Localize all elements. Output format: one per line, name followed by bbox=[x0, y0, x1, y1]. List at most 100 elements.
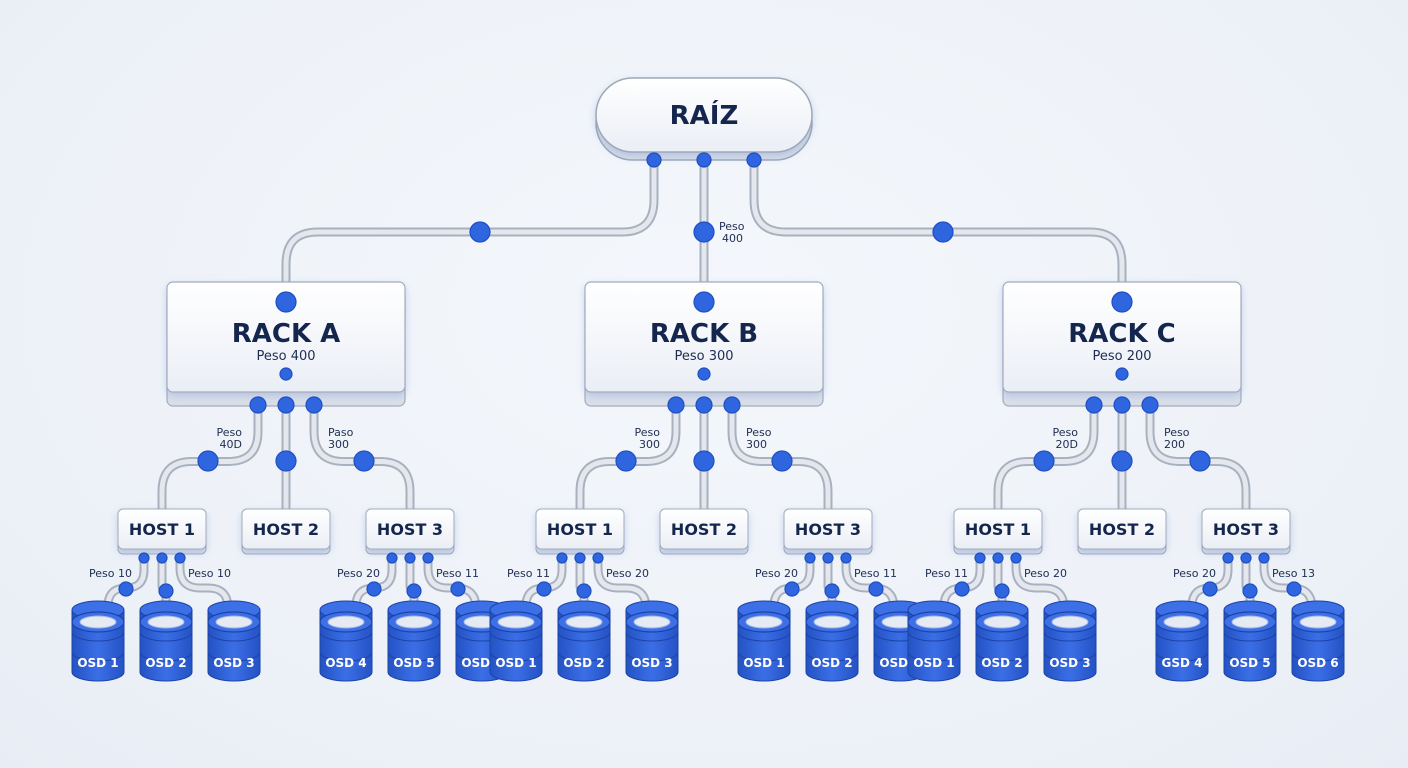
rack-1-host-1-label: HOST 2 bbox=[671, 520, 737, 539]
r1-h2-port-1 bbox=[804, 552, 816, 564]
rack-2-label: RACK C bbox=[1068, 319, 1176, 349]
r0-h2-port-3 bbox=[422, 552, 434, 564]
r1-h2-port-3 bbox=[840, 552, 852, 564]
rack-1-edge-1-l2: 300 bbox=[639, 438, 660, 451]
osd-top-face bbox=[215, 615, 253, 629]
root-port-1 bbox=[646, 152, 662, 168]
rack-1-host-2-box bbox=[783, 508, 873, 550]
r1-h2-edge-2: Peso 11 bbox=[854, 567, 897, 580]
osd-disk: OSD 3 bbox=[625, 600, 679, 682]
osd-disk: OSD 2 bbox=[975, 600, 1029, 682]
r0-h2-edge-1: Peso 20 bbox=[337, 567, 380, 580]
r1-h0-osd-junction-2 bbox=[576, 583, 592, 599]
osd-label: OSD 5 bbox=[393, 656, 434, 670]
rack-1-host-0-label: HOST 1 bbox=[547, 520, 613, 539]
osd-top-face bbox=[79, 615, 117, 629]
osd-top-face bbox=[1231, 615, 1269, 629]
r2-h0-port-3 bbox=[1010, 552, 1022, 564]
root-port-3 bbox=[746, 152, 762, 168]
osd-disk: OSD 1 bbox=[907, 600, 961, 682]
rack-1-box bbox=[584, 281, 824, 393]
rack-2-host-0-box bbox=[953, 508, 1043, 550]
r1-h2-osd-junction-2 bbox=[824, 583, 840, 599]
junction-rack-a bbox=[469, 221, 491, 243]
r2-h2-edge-2: Peso 13 bbox=[1272, 567, 1315, 580]
rack-2-junction-1 bbox=[1033, 450, 1055, 472]
r2-h0-port-2 bbox=[992, 552, 1004, 564]
rack-2-box bbox=[1002, 281, 1242, 393]
rack-2-edge-2-l2: 200 bbox=[1164, 438, 1185, 451]
osd-label: OSD 6 bbox=[1297, 656, 1338, 670]
rack-0-junction-3 bbox=[353, 450, 375, 472]
rack-0-host-1-box bbox=[241, 508, 331, 550]
r0-h2-edge-2: Peso 11 bbox=[436, 567, 479, 580]
r1-h2-edge-1: Peso 20 bbox=[755, 567, 798, 580]
r0-h0-osd-junction-1 bbox=[118, 581, 134, 597]
osd-top-face bbox=[327, 615, 365, 629]
junction-rack-b bbox=[693, 221, 715, 243]
r1-h0-osd-junction-1 bbox=[536, 581, 552, 597]
osd-disk: OSD 1 bbox=[71, 600, 125, 682]
rack-2-port-2 bbox=[1113, 396, 1131, 414]
osd-label: OSD 3 bbox=[1049, 656, 1090, 670]
osd-top-face bbox=[1051, 615, 1089, 629]
rack-0-junction-1 bbox=[197, 450, 219, 472]
r0-h0-port-3 bbox=[174, 552, 186, 564]
osd-label: OSD 3 bbox=[631, 656, 672, 670]
r0-h0-port-1 bbox=[138, 552, 150, 564]
rack-2-weight: Peso 200 bbox=[1092, 349, 1151, 364]
rack-1-edge-2-l1: Peso bbox=[746, 426, 772, 439]
osd-disk: OSD 3 bbox=[1043, 600, 1097, 682]
r1-h2-osd-junction-3 bbox=[868, 581, 884, 597]
r2-h2-osd-junction-3 bbox=[1286, 581, 1302, 597]
r0-h0-edge-2: Peso 10 bbox=[188, 567, 231, 580]
rack-1-junction-1 bbox=[615, 450, 637, 472]
rack-2-port-3 bbox=[1141, 396, 1159, 414]
r1-h2-osd-junction-1 bbox=[784, 581, 800, 597]
rack-1-inner-dot bbox=[697, 367, 711, 381]
osd-top-face bbox=[147, 615, 185, 629]
r1-h0-port-3 bbox=[592, 552, 604, 564]
rack-1-host-1-box bbox=[659, 508, 749, 550]
rack-2-host-2-box bbox=[1201, 508, 1291, 550]
rack-2-edge-2-l1: Peso bbox=[1164, 426, 1190, 439]
r1-h2-port-2 bbox=[822, 552, 834, 564]
r2-h0-osd-junction-1 bbox=[954, 581, 970, 597]
rack-2-host-0-label: HOST 1 bbox=[965, 520, 1031, 539]
rack-2-host-2-label: HOST 3 bbox=[1213, 520, 1279, 539]
r2-h0-port-1 bbox=[974, 552, 986, 564]
osd-label: OSD 2 bbox=[145, 656, 186, 670]
rack-1-port-3 bbox=[723, 396, 741, 414]
osd-disk: OSD 1 bbox=[737, 600, 791, 682]
r0-h0-osd-junction-2 bbox=[158, 583, 174, 599]
rack-1-edge-1-l1: Peso bbox=[635, 426, 661, 439]
rack-0-host-2-label: HOST 3 bbox=[377, 520, 443, 539]
osd-disk: OSD 2 bbox=[557, 600, 611, 682]
rack-0-host-2-box bbox=[365, 508, 455, 550]
rack-1-top-port bbox=[693, 291, 715, 313]
r0-h0-edge-1: Peso 10 bbox=[89, 567, 132, 580]
root-edge-label-line1: Peso bbox=[719, 220, 745, 233]
junction-rack-c bbox=[932, 221, 954, 243]
pipe-root-rack-a bbox=[283, 159, 657, 293]
r1-h0-edge-1: Peso 11 bbox=[507, 567, 550, 580]
root-edge-label-line2: 400 bbox=[722, 232, 743, 245]
r0-h2-osd-junction-1 bbox=[366, 581, 382, 597]
rack-1-host-2-label: HOST 3 bbox=[795, 520, 861, 539]
rack-2-port-1 bbox=[1085, 396, 1103, 414]
rack-0-port-2 bbox=[277, 396, 295, 414]
osd-label: OSD 1 bbox=[77, 656, 118, 670]
r2-h2-osd-junction-1 bbox=[1202, 581, 1218, 597]
rack-2-top-port bbox=[1111, 291, 1133, 313]
r0-h0-port-2 bbox=[156, 552, 168, 564]
rack-1-junction-2 bbox=[693, 450, 715, 472]
osd-disk: OSD 1 bbox=[489, 600, 543, 682]
rack-1-port-2 bbox=[695, 396, 713, 414]
rack-0-edge-2-l1: Paso bbox=[328, 426, 354, 439]
rack-1-weight: Peso 300 bbox=[674, 349, 733, 364]
rack-1-label: RACK B bbox=[650, 319, 758, 349]
osd-disk: OSD 4 bbox=[319, 600, 373, 682]
